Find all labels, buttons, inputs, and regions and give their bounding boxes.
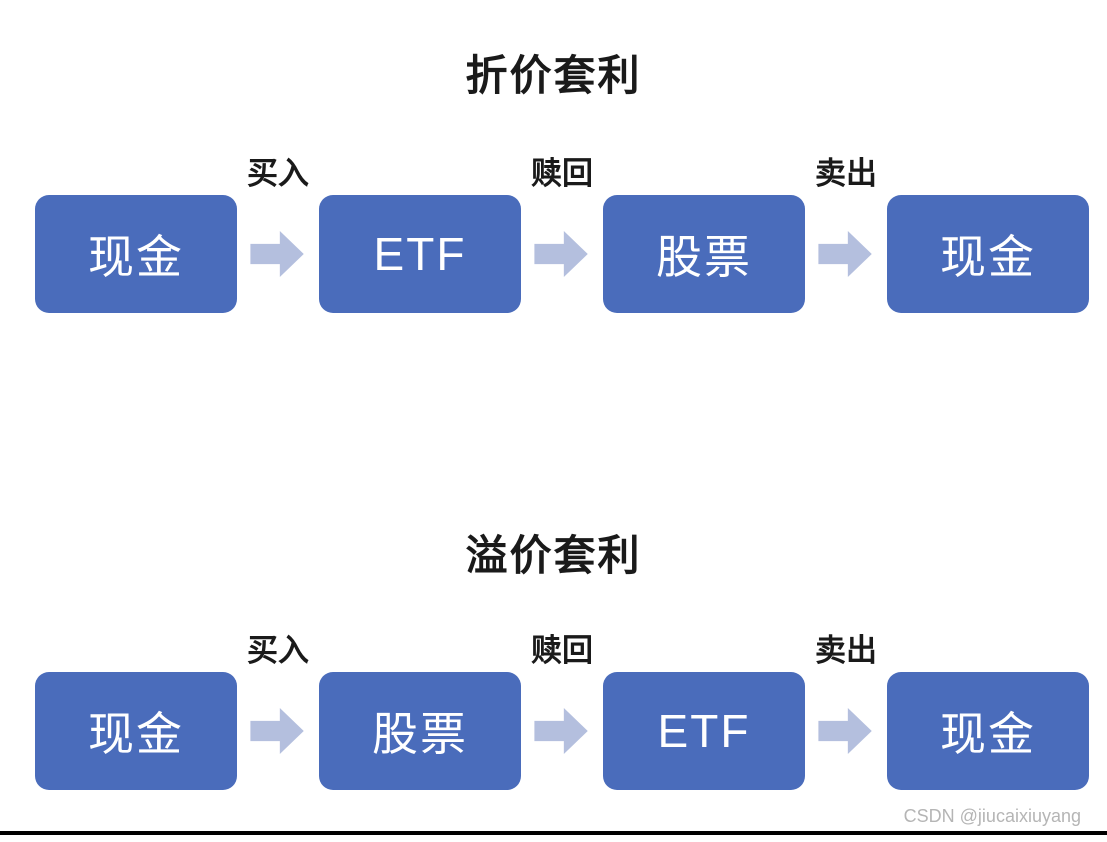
flow-node-etf: ETF xyxy=(319,195,521,313)
bottom-divider-line xyxy=(0,831,1107,835)
right-arrow-icon xyxy=(818,231,872,277)
right-arrow-icon xyxy=(818,708,872,754)
arrow-label-redeem: 赎回 xyxy=(531,156,593,191)
arrow-label-sell: 卖出 xyxy=(815,156,877,191)
flow-connector-redeem: 赎回 xyxy=(521,633,603,790)
flow-node-cash-end: 现金 xyxy=(887,672,1089,790)
arrow-label-sell: 卖出 xyxy=(815,633,877,668)
flow-connector-sell: 卖出 xyxy=(805,156,887,313)
right-arrow-icon xyxy=(534,708,588,754)
flow-connector-buy: 买入 xyxy=(237,633,319,790)
flow-node-cash-start: 现金 xyxy=(35,672,237,790)
right-arrow-icon xyxy=(250,231,304,277)
arrow-label-buy: 买入 xyxy=(247,633,309,668)
flow-connector-buy: 买入 xyxy=(237,156,319,313)
flow-row-premium-arbitrage: 现金 买入 股票 赎回 ETF 卖出 现金 xyxy=(35,633,1089,790)
diagram-title-discount-arbitrage: 折价套利 xyxy=(465,52,642,99)
flow-connector-redeem: 赎回 xyxy=(521,156,603,313)
flow-node-stock: 股票 xyxy=(319,672,521,790)
csdn-watermark: CSDN @jiucaixiuyang xyxy=(903,806,1081,826)
arrow-label-buy: 买入 xyxy=(247,156,309,191)
diagram-title-premium-arbitrage: 溢价套利 xyxy=(465,532,642,579)
flow-node-etf: ETF xyxy=(603,672,805,790)
flow-node-stock: 股票 xyxy=(603,195,805,313)
flow-node-cash-start: 现金 xyxy=(35,195,237,313)
flow-row-discount-arbitrage: 现金 买入 ETF 赎回 股票 卖出 现金 xyxy=(35,156,1089,313)
right-arrow-icon xyxy=(534,231,588,277)
arrow-label-redeem: 赎回 xyxy=(531,633,593,668)
flow-node-cash-end: 现金 xyxy=(887,195,1089,313)
flow-connector-sell: 卖出 xyxy=(805,633,887,790)
right-arrow-icon xyxy=(250,708,304,754)
